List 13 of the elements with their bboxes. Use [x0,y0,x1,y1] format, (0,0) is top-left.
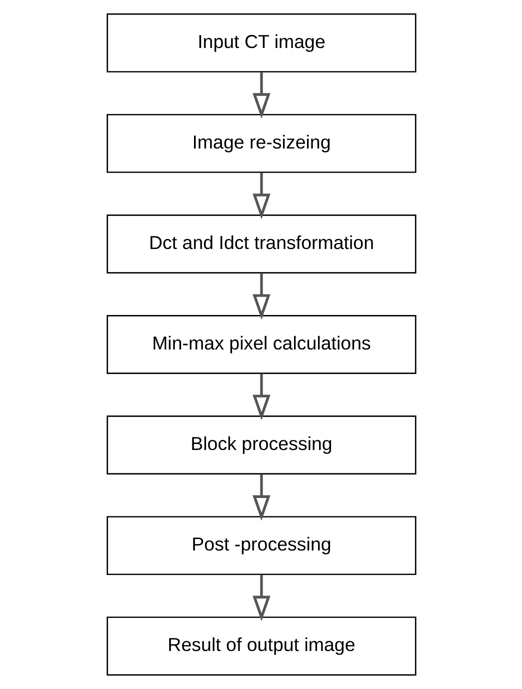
arrow [252,172,270,220]
arrow [252,72,270,119]
node-box: Dct and Idct transformation [106,214,416,274]
arrow [252,474,270,521]
node-box: Image re-sizeing [106,114,416,173]
node-box: Block processing [106,416,416,474]
node-box: Result of output image [106,616,416,676]
arrow [252,574,270,622]
arrow [252,273,270,320]
node-box: Min-max pixel calculations [106,315,416,374]
node-box: Post -processing [106,516,416,576]
node-box: Input CT image [106,13,416,72]
arrow [252,374,270,420]
